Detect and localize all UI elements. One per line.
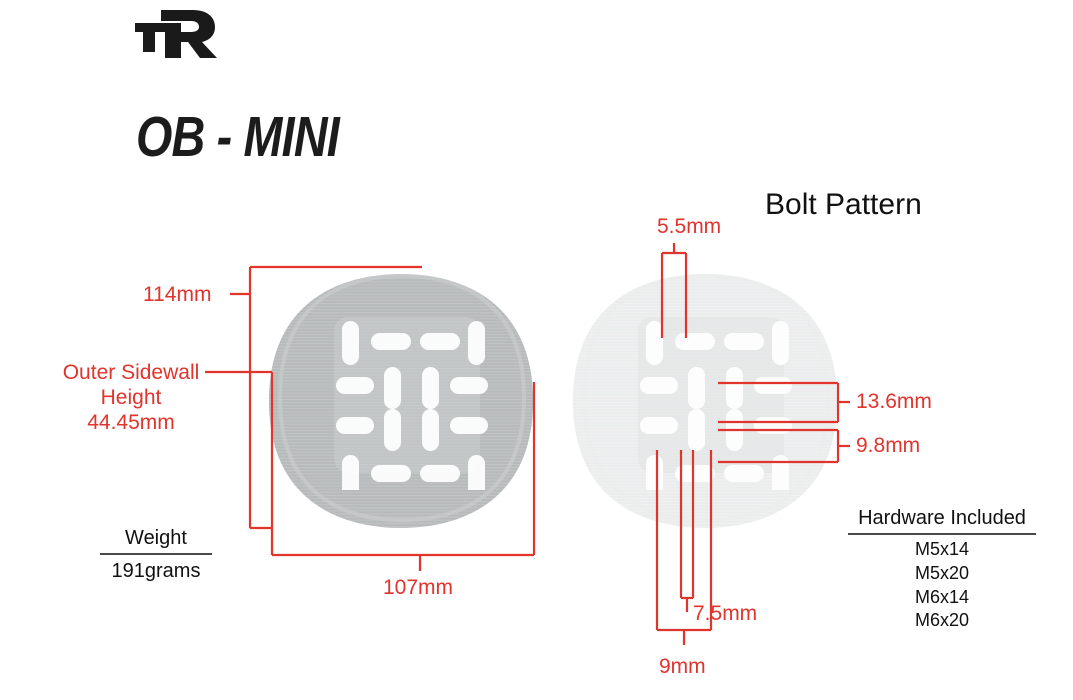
brand-logo	[131, 6, 221, 58]
weight-block: Weight 191grams	[100, 527, 212, 583]
hardware-label: Hardware Included	[848, 507, 1036, 535]
label-7-5mm: 7.5mm	[693, 602, 758, 625]
weight-label: Weight	[100, 527, 212, 555]
hardware-item: M6x20	[914, 610, 970, 631]
pedal-front-view	[268, 273, 534, 528]
bolt-pattern-heading: Bolt Pattern	[765, 188, 922, 221]
label-107mm: 107mm	[383, 576, 454, 599]
label-outer-sidewall-line3: 44.45mm	[87, 410, 175, 434]
hardware-item: M5x20	[914, 562, 970, 583]
product-title: OB - MINI	[136, 105, 340, 169]
weight-value: 191grams	[111, 560, 201, 582]
label-9mm: 9mm	[659, 655, 706, 678]
label-9-8mm: 9.8mm	[856, 434, 921, 457]
label-13-6mm: 13.6mm	[856, 390, 932, 413]
label-outer-sidewall: Outer Sidewall Height 44.45mm	[56, 361, 206, 435]
hardware-list: M5x14 M5x20 M6x14 M6x20	[848, 535, 1036, 633]
hardware-block: Hardware Included M5x14 M5x20 M6x14 M6x2…	[848, 507, 1036, 633]
pedal-bolt-pattern-view	[572, 273, 838, 528]
label-outer-sidewall-line1: Outer Sidewall	[62, 361, 200, 384]
label-114mm: 114mm	[143, 283, 212, 306]
label-outer-sidewall-line2: Height	[100, 385, 162, 409]
hardware-item: M6x14	[914, 586, 970, 607]
label-5-5mm: 5.5mm	[657, 215, 722, 238]
hardware-item: M5x14	[914, 539, 970, 559]
